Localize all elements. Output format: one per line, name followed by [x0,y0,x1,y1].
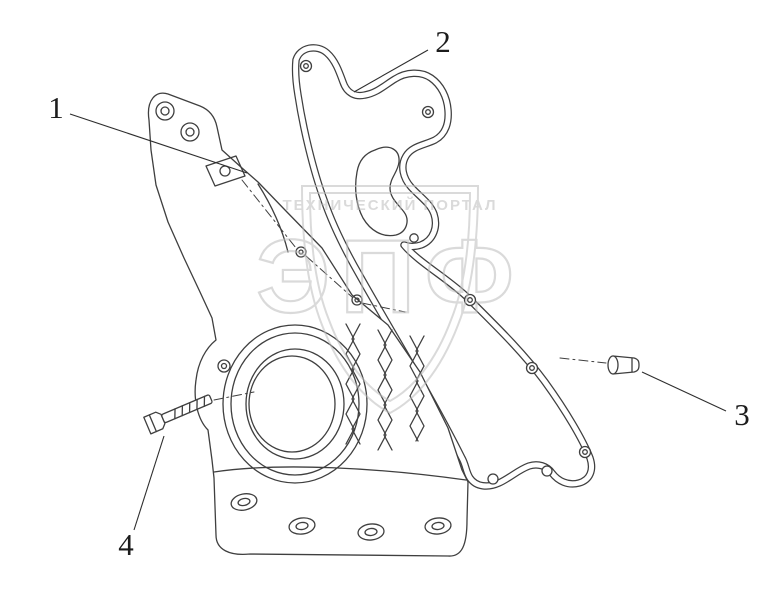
callouts: 1 2 3 4 [48,24,750,562]
gasket-passage-outline [355,146,408,237]
cover-ear-hole [160,106,170,116]
callout-4-leader [133,435,165,531]
cover-ear-hole [180,122,200,142]
callout-1-leader [69,113,248,174]
flange-bolt-hole [295,521,309,531]
rib [383,329,393,451]
callout-3-label: 3 [734,397,750,432]
bolt-thread [174,408,176,420]
bolt-thread [203,395,206,407]
watermark-logo-text: ЭПФ [256,219,524,335]
gasket-bolt-hole [303,63,309,69]
gasket-bolt-hole [421,105,435,119]
cover-ear-hole [185,127,195,137]
cover-ear-hole [155,101,175,121]
bore-ring [230,332,360,476]
projection-line [305,255,353,298]
gasket-bolt-hole [425,109,431,115]
gasket-bolt-holes [299,59,592,485]
callout-1-label: 1 [48,90,64,125]
bolt-drawing [143,394,213,435]
watermark-shield-outer [300,185,480,415]
cover-screw-boss [354,297,360,303]
gasket-bolt-hole [582,449,588,455]
watermark-shield-inner [308,192,472,403]
cover-screw-boss [351,294,363,306]
gasket-bolt-hole [409,233,419,243]
bolt-thread [196,398,198,411]
rib [345,323,355,445]
flange-bolt-hole [237,497,251,507]
plug-cap [607,355,619,375]
projection-line [361,302,406,313]
crankshaft-bore [222,324,368,484]
timing-cover-drawing [147,92,469,557]
flange-bolt-hole [357,523,385,541]
cover-screw-boss [298,249,304,255]
flange-bolt-hole [288,517,316,535]
projection-line [213,391,255,401]
bolt-thread [188,402,191,414]
gasket-bolt-hole [578,445,592,459]
flange-bolt-hole [431,521,445,531]
gasket-bolt-hole [541,465,553,477]
cover-top-boss [205,155,246,187]
watermark: ТЕХНИЧЕСКИЙ ПОРТАЛ ЭПФ [255,185,524,415]
cover-side-hole [217,359,231,373]
projection-lines [213,179,607,401]
cover-ridge-line [257,183,289,253]
bore-ring [248,355,336,453]
rib [377,329,387,451]
gasket-bolt-hole [529,365,535,371]
gasket-bolt-hole [467,297,473,303]
flange-bolt-hole [424,517,452,535]
watermark-banner-text: ТЕХНИЧЕСКИЙ ПОРТАЛ [282,196,497,214]
plug-drawing [607,355,640,375]
bolt-thread [181,405,184,417]
cover-side-hole [220,362,228,370]
gasket-bolt-hole [299,59,313,73]
cover-ribs [345,323,425,451]
gasket-bolt-hole [525,361,539,375]
bolt-head-facet [148,414,158,433]
gasket-passage-opening [355,146,408,237]
callout-4-label: 4 [118,527,134,562]
bolt-head [143,411,166,435]
bore-ring [245,348,345,460]
callout-2-leader [353,49,429,93]
flange-top-edge [213,466,467,481]
projection-line [241,179,297,249]
flange-bolt-hole [364,527,378,537]
cover-silhouette [147,92,469,557]
rib [351,323,361,445]
cover-flange [213,466,467,541]
projection-line [559,357,607,364]
flange-bolt-hole [230,493,258,511]
gasket-bolt-hole [487,473,499,485]
callout-2-label: 2 [435,24,451,59]
callout-3-leader [641,371,727,412]
bore-ring [222,324,368,484]
